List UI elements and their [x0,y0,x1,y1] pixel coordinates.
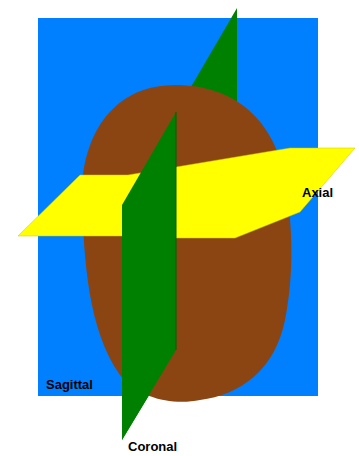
coronal-plane-front [122,112,176,440]
axial-plane [18,148,355,238]
plane-label: Axial [302,186,333,199]
head-outline [82,85,292,402]
plane-label: Coronal [128,440,177,453]
plane-edge [176,112,177,350]
plane-label: Sagittal [46,378,93,391]
